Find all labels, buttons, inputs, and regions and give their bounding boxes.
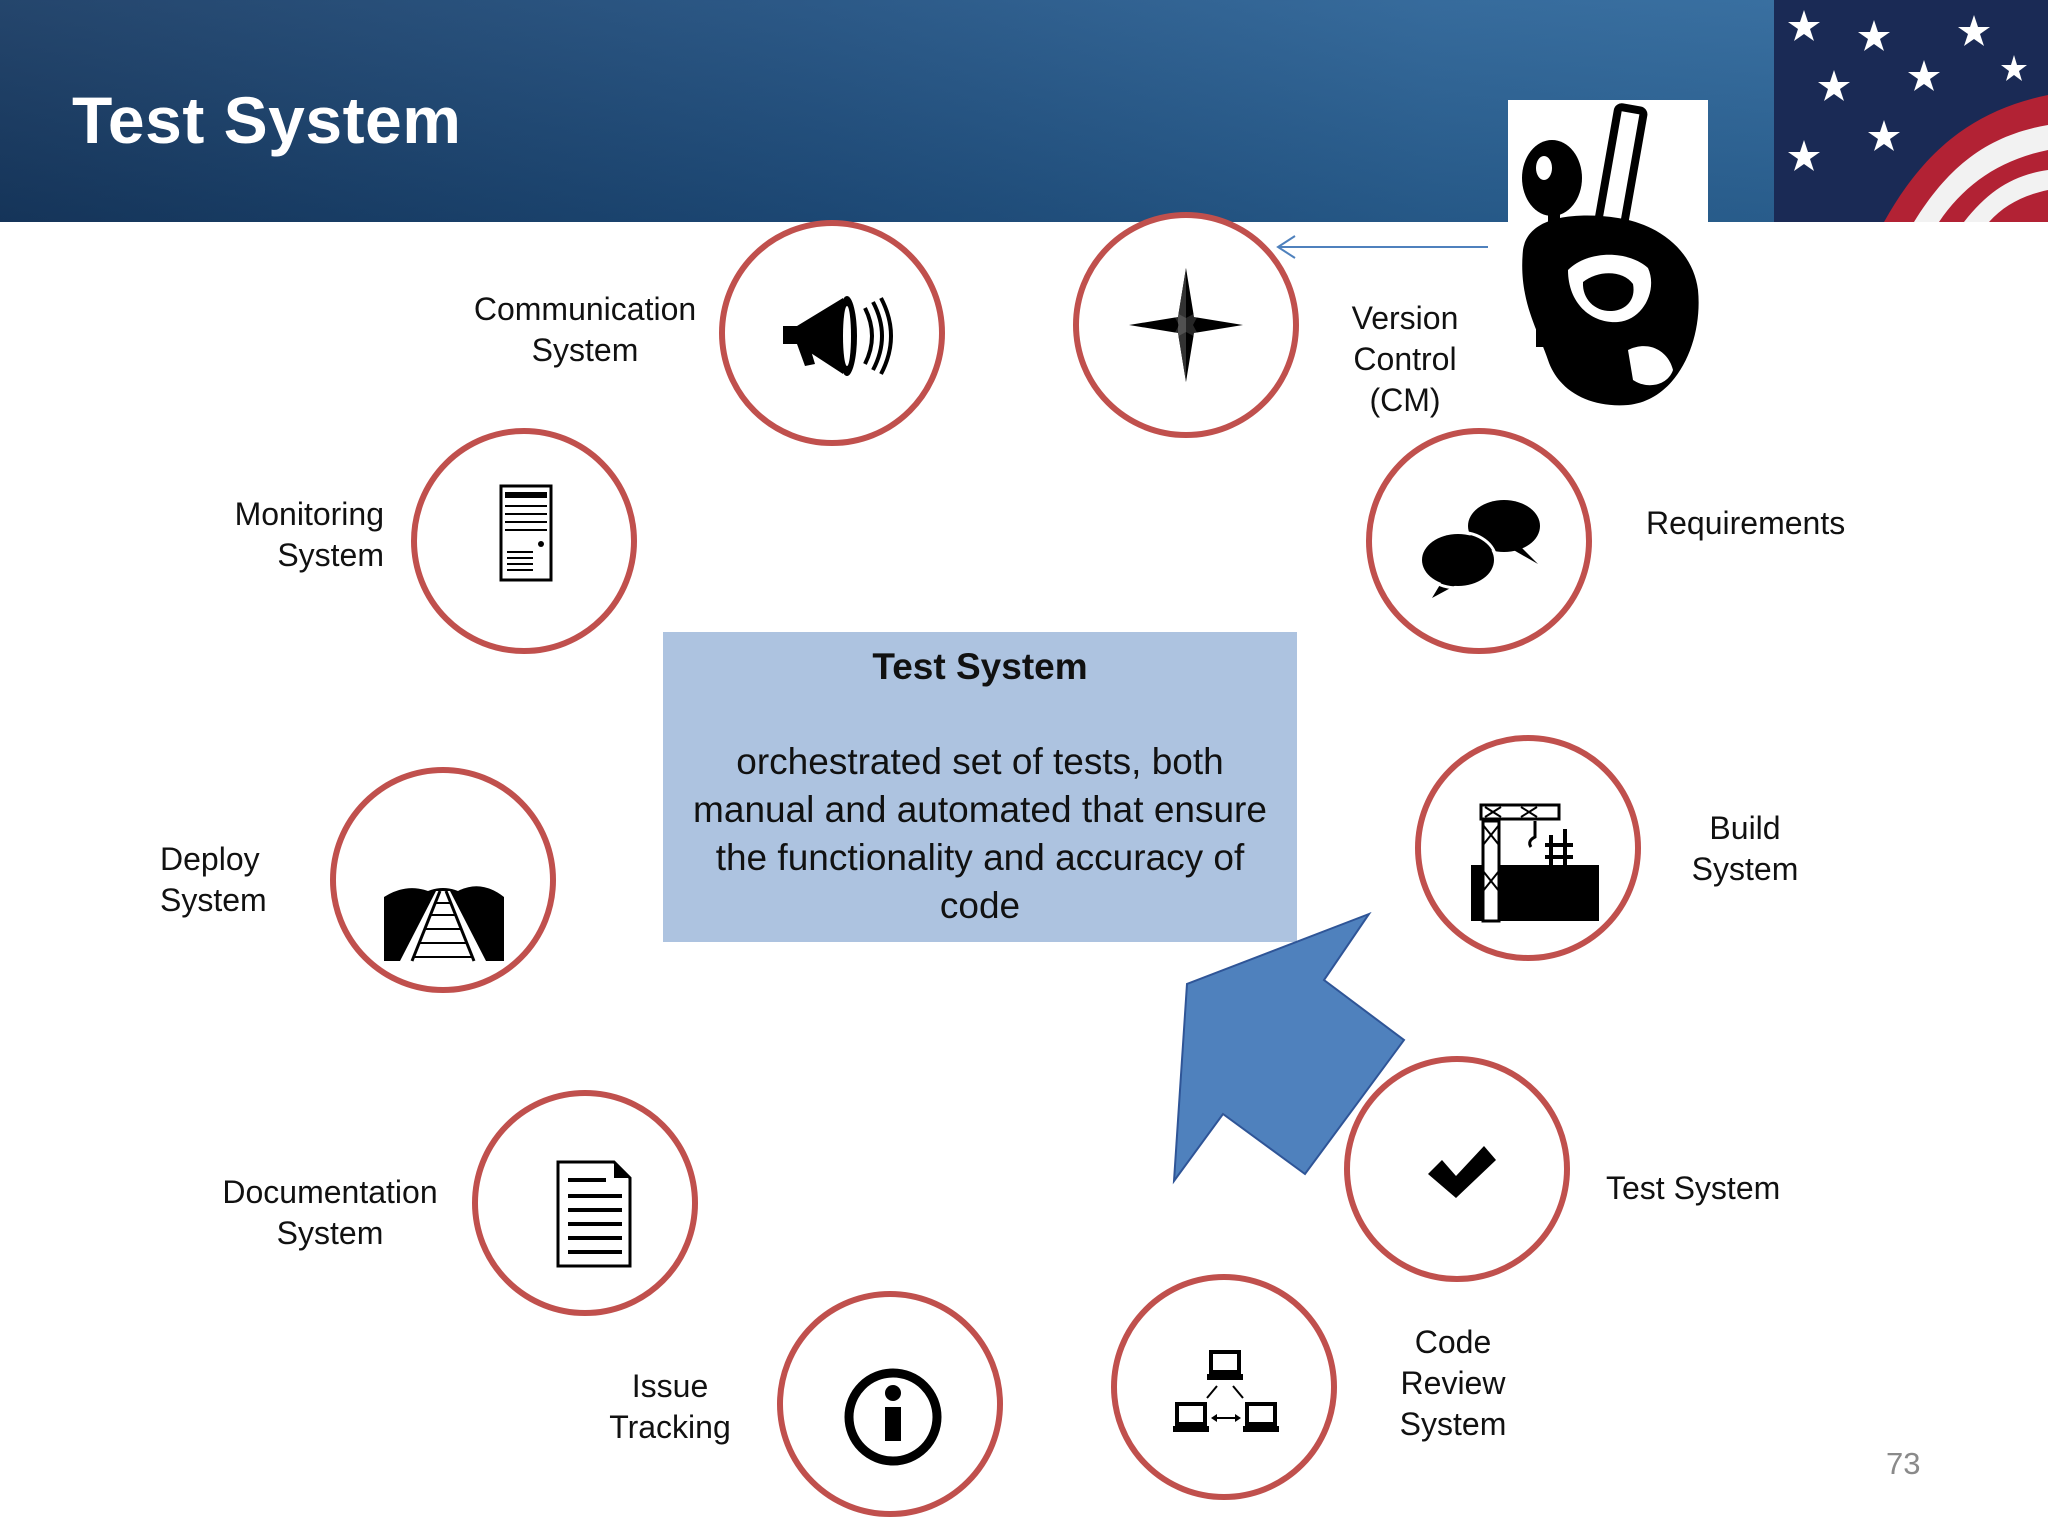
label-line: Test System — [1606, 1170, 1781, 1206]
monitoring-system-label: Monitoring System — [164, 494, 384, 576]
label-line: Control — [1353, 341, 1457, 377]
label-line: Tracking — [609, 1409, 731, 1445]
american-flag-image — [1774, 0, 2048, 222]
label-line: System — [160, 882, 267, 918]
megaphone-icon — [783, 296, 893, 376]
version-control-label: Version Control (CM) — [1315, 298, 1495, 421]
deploy-system-node — [330, 767, 556, 993]
documentation-system-label: Documentation System — [200, 1172, 460, 1254]
title-banner: Test System — [0, 0, 2048, 222]
label-line: Version — [1351, 300, 1459, 336]
center-box-title: Test System — [872, 646, 1088, 687]
monitoring-system-node — [411, 428, 637, 654]
issue-tracking-label: Issue Tracking — [585, 1366, 755, 1448]
test-system-node — [1344, 1056, 1570, 1282]
server-tower-icon — [499, 484, 553, 582]
page-number: 73 — [1886, 1446, 1921, 1481]
railroad-tracks-icon — [384, 886, 504, 962]
slide-title: Test System — [72, 83, 462, 157]
label-line: Issue — [631, 1368, 709, 1404]
center-definition-box: Test System orchestrated set of tests, b… — [663, 632, 1297, 942]
label-line: Communication — [473, 291, 697, 327]
communication-system-label: Communication System — [455, 289, 715, 371]
network-computers-icon — [1173, 1350, 1279, 1432]
speech-bubbles-icon — [1418, 500, 1540, 598]
issue-tracking-node — [777, 1291, 1003, 1517]
requirements-label: Requirements — [1646, 503, 1906, 544]
requirements-node — [1366, 428, 1592, 654]
version-control-node — [1073, 212, 1299, 438]
documentation-system-node — [472, 1090, 698, 1316]
construction-crane-icon — [1471, 803, 1599, 923]
code-review-system-node — [1111, 1274, 1337, 1500]
info-icon — [844, 1368, 942, 1466]
label-line: System — [531, 332, 639, 368]
label-line: Review — [1400, 1365, 1506, 1401]
center-box-description: orchestrated set of tests, both manual a… — [693, 741, 1267, 926]
label-line: Code — [1414, 1324, 1492, 1360]
code-review-system-label: Code Review System — [1373, 1322, 1533, 1445]
communication-system-node — [719, 220, 945, 446]
label-line: Monitoring — [234, 496, 384, 532]
label-line: (CM) — [1369, 382, 1441, 418]
label-line: Deploy — [160, 841, 260, 877]
test-system-label: Test System — [1606, 1168, 1846, 1209]
label-line: Requirements — [1646, 505, 1846, 541]
checkmark-icon — [1428, 1146, 1496, 1198]
label-line: System — [276, 1215, 384, 1251]
build-system-node — [1415, 735, 1641, 961]
compass-star-icon — [1129, 268, 1243, 382]
label-line: Documentation — [222, 1174, 438, 1210]
build-system-label: Build System — [1665, 808, 1825, 890]
document-icon — [556, 1160, 632, 1268]
label-line: System — [277, 537, 384, 573]
label-line: System — [1691, 851, 1799, 887]
label-line: System — [1399, 1406, 1507, 1442]
label-line: Build — [1709, 810, 1781, 846]
deploy-system-label: Deploy System — [160, 839, 320, 921]
joystick-clipart — [1508, 100, 1708, 410]
